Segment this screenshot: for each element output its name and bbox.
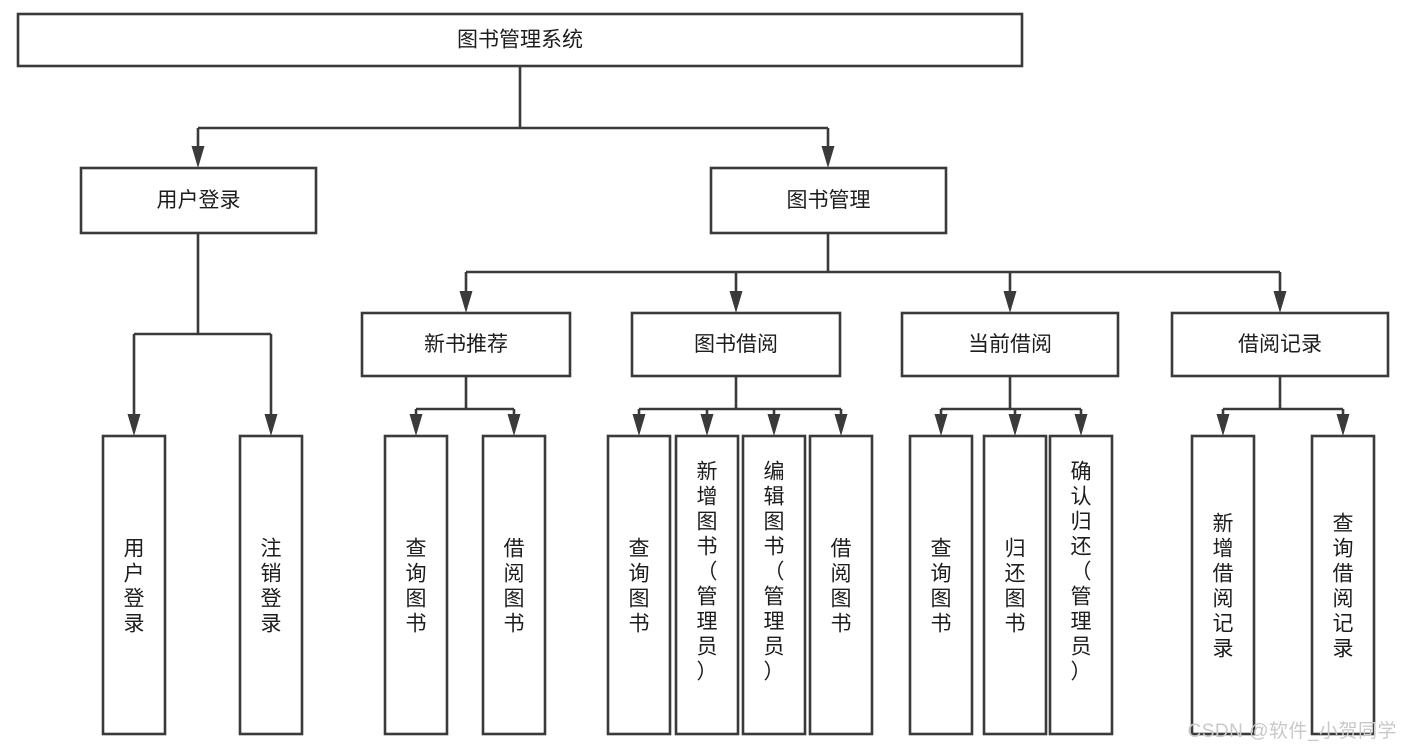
node-leaf-edit-book[interactable]: 编辑图书（管理员） — [741, 434, 807, 736]
node-leaf-return-book[interactable]: 归还图书 — [982, 434, 1048, 736]
node-label: 借阅图书 — [504, 538, 525, 636]
node-leaf-query-book-3[interactable]: 查询图书 — [908, 434, 974, 736]
node-layer: 图书管理系统用户登录图书管理新书推荐图书借阅当前借阅借阅记录用户登录注销登录查询… — [16, 12, 1390, 736]
node-label: 归还图书 — [1005, 538, 1026, 636]
node-borrow-record[interactable]: 借阅记录 — [1170, 311, 1390, 378]
node-leaf-add-record[interactable]: 新增借阅记录 — [1190, 434, 1256, 736]
node-label: 新书推荐 — [424, 333, 508, 356]
node-label: 当前借阅 — [968, 333, 1052, 356]
watermark-label: CSDN @软件_小贺同学 — [1187, 721, 1397, 742]
node-label: 用户登录 — [157, 189, 241, 212]
connector-borrow-record — [1216, 376, 1350, 436]
connector-user-login — [127, 233, 278, 436]
node-label: 注销登录 — [261, 538, 282, 636]
node-current-borrow[interactable]: 当前借阅 — [900, 311, 1120, 378]
connector-root — [191, 66, 835, 168]
node-label: 图书管理 — [787, 189, 871, 212]
node-leaf-add-book[interactable]: 新增图书（管理员） — [674, 434, 740, 736]
node-leaf-logout[interactable]: 注销登录 — [238, 434, 304, 736]
node-label: 图书借阅 — [694, 333, 778, 356]
connector-book-borrow — [632, 376, 848, 436]
node-label: 编辑图书（管理员） — [764, 461, 785, 684]
node-label: 确认归还（管理员） — [1071, 461, 1092, 684]
node-leaf-borrow-book-2[interactable]: 借阅图书 — [808, 434, 874, 736]
node-label: 新增借阅记录 — [1213, 513, 1234, 661]
node-book-manage[interactable]: 图书管理 — [709, 166, 948, 235]
node-leaf-borrow-book-1[interactable]: 借阅图书 — [481, 434, 547, 736]
node-user-login[interactable]: 用户登录 — [79, 166, 318, 235]
node-leaf-user-login[interactable]: 用户登录 — [101, 434, 167, 736]
node-label: 查询图书 — [629, 538, 650, 636]
node-book-borrow[interactable]: 图书借阅 — [630, 311, 842, 378]
connector-new-book-rec — [409, 376, 521, 436]
node-leaf-confirm-return[interactable]: 确认归还（管理员） — [1048, 434, 1114, 736]
node-label: 查询图书 — [406, 538, 427, 636]
node-label: 查询图书 — [931, 538, 952, 636]
node-label: 借阅图书 — [831, 538, 852, 636]
node-label: 用户登录 — [124, 538, 145, 636]
node-label: 查询借阅记录 — [1333, 513, 1354, 661]
connector-book-manage — [459, 233, 1287, 313]
node-label: 借阅记录 — [1238, 333, 1322, 356]
node-leaf-query-record[interactable]: 查询借阅记录 — [1310, 434, 1376, 736]
node-leaf-query-book-1[interactable]: 查询图书 — [383, 434, 449, 736]
node-label: 图书管理系统 — [457, 29, 583, 52]
node-leaf-query-book-2[interactable]: 查询图书 — [606, 434, 672, 736]
node-root[interactable]: 图书管理系统 — [16, 12, 1024, 68]
node-new-book-rec[interactable]: 新书推荐 — [360, 311, 572, 378]
node-label: 新增图书（管理员） — [697, 461, 718, 684]
connector-layer — [127, 66, 1350, 436]
connector-current-borrow — [934, 376, 1088, 436]
